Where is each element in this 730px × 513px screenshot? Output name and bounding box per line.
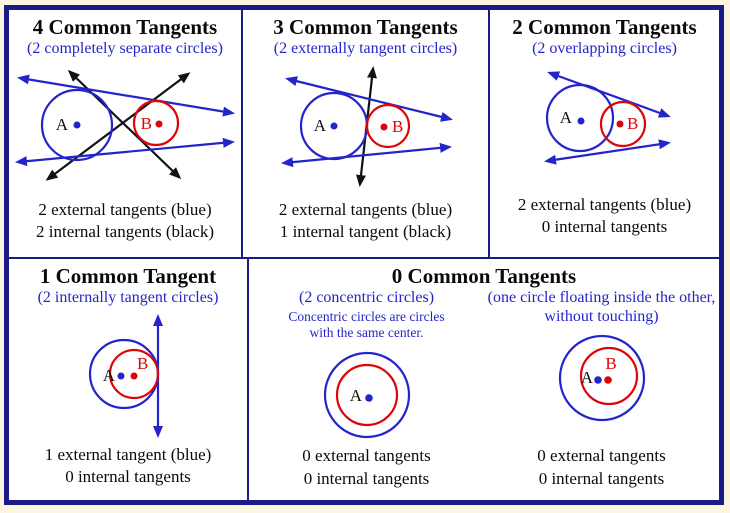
panel-captions: 2 external tangents (blue) 2 internal ta…	[36, 199, 214, 245]
circle-b	[132, 99, 180, 146]
panel-captions: 1 external tangent (blue) 0 internal tan…	[45, 444, 212, 490]
center-label-b: B	[141, 114, 152, 133]
caption-internal: 0 internal tangents	[65, 467, 191, 487]
circle-a	[40, 88, 114, 161]
external-tangent-line-top	[17, 74, 235, 116]
center-label-b: B	[392, 117, 403, 136]
external-tangent-line-bottom	[281, 142, 452, 167]
two-tangents-diagram: A B	[544, 70, 671, 165]
center-dot-a	[330, 122, 338, 130]
center-dot-b	[603, 376, 612, 384]
three-tangents-diagram: A B	[281, 65, 453, 187]
panel-subtitle: (2 overlapping circles)	[532, 40, 677, 58]
case-concentric-circles: (2 concentric circles) Concentric circle…	[249, 288, 484, 500]
center-dot-a	[117, 372, 125, 380]
center-label-b: B	[605, 354, 616, 373]
center-label-a: A	[56, 115, 69, 134]
caption-external: 0 external tangents	[537, 446, 666, 466]
panel-title: 4 Common Tangents	[32, 15, 218, 39]
one-tangent-diagram: A B	[88, 313, 163, 438]
circle-outer	[558, 334, 645, 422]
top-row: 4 Common Tangents (2 completely separate…	[9, 10, 719, 259]
panel-2-common-tangents: 2 Common Tangents (2 overlapping circles…	[490, 10, 719, 257]
caption-external: 2 external tangents (blue)	[278, 199, 453, 219]
external-tangent-line-bottom	[15, 137, 235, 166]
panel-3-common-tangents: 3 Common Tangents (2 externally tangent …	[243, 10, 490, 257]
center-dot-a	[577, 117, 585, 125]
concentric-note: Concentric circles are circles with the …	[288, 308, 445, 340]
center-dot-a	[364, 394, 373, 402]
circle-b	[599, 100, 647, 147]
center-dot-b	[616, 120, 624, 128]
caption-external: 0 external tangents	[302, 446, 431, 466]
external-tangent-line-top	[547, 70, 671, 118]
center-dot-b	[155, 120, 163, 128]
internal-tangent-line-1	[45, 71, 191, 181]
circle-a	[88, 338, 160, 409]
case-subtitle: (one circle floating inside the other, w…	[487, 289, 716, 325]
caption-external: 2 external tangents (blue)	[38, 199, 212, 219]
caption-internal: 0 internal tangents	[538, 469, 665, 489]
caption-external: 1 external tangent (blue)	[44, 444, 212, 464]
internal-tangent-line-2	[67, 69, 182, 179]
center-dot-b	[130, 372, 138, 380]
caption-internal: 2 internal tangents (black)	[36, 222, 214, 242]
center-label-a: A	[580, 368, 593, 387]
panel-captions: 2 external tangents (blue) 0 internal ta…	[518, 194, 691, 240]
circle-b	[365, 103, 411, 148]
panel-title: 0 Common Tangents	[391, 264, 577, 288]
center-label-a: A	[314, 116, 327, 135]
center-label-a: A	[103, 366, 116, 385]
concentric-circles-diagram: A	[323, 351, 410, 439]
panel-title: 1 Common Tangent	[39, 264, 217, 288]
circle-b	[108, 348, 160, 399]
floating-circles-diagram: A B	[558, 334, 645, 422]
panel-0-common-tangents: 0 Common Tangents (2 concentric circles)…	[249, 259, 719, 500]
circle-inner	[335, 363, 398, 427]
zero-tangent-cases: (2 concentric circles) Concentric circle…	[249, 288, 719, 500]
panel-4-common-tangents: 4 Common Tangents (2 completely separate…	[9, 10, 243, 257]
four-tangents-diagram: A B	[15, 69, 235, 181]
panel-subtitle: (2 internally tangent circles)	[37, 289, 219, 307]
diagram-board: 4 Common Tangents (2 completely separate…	[4, 5, 724, 505]
panel-captions: 2 external tangents (blue) 1 internal ta…	[279, 199, 452, 245]
external-tangent-line-bottom	[544, 138, 671, 165]
caption-internal: 0 internal tangents	[541, 217, 668, 237]
case-captions: 0 external tangents 0 internal tangents	[302, 445, 430, 491]
bottom-row: 1 Common Tangent (2 internally tangent c…	[9, 259, 719, 500]
external-tangent-line-top	[285, 75, 453, 122]
center-label-a: A	[560, 108, 573, 127]
panel-title: 2 Common Tangents	[512, 15, 697, 39]
center-label-b: B	[137, 354, 148, 373]
center-dot-b	[380, 123, 388, 131]
panel-1-common-tangent: 1 Common Tangent (2 internally tangent c…	[9, 259, 249, 500]
case-floating-inside: (one circle floating inside the other, w…	[484, 288, 719, 500]
panel-subtitle: (2 externally tangent circles)	[273, 40, 458, 58]
panel-subtitle: (2 completely separate circles)	[27, 40, 223, 58]
circle-inner	[579, 346, 638, 406]
caption-external: 2 external tangents (blue)	[517, 194, 692, 214]
circle-a	[545, 83, 615, 152]
caption-internal: 0 internal tangents	[303, 469, 430, 489]
case-subtitle: (2 concentric circles)	[298, 289, 435, 307]
caption-internal: 1 internal tangent (black)	[279, 222, 452, 242]
center-label-b: B	[627, 114, 638, 133]
circle-outer	[323, 351, 410, 439]
panel-title: 3 Common Tangents	[273, 15, 458, 39]
center-label-a: A	[349, 386, 362, 405]
center-dot-a	[593, 376, 602, 384]
center-dot-a	[73, 121, 81, 129]
case-captions: 0 external tangents 0 internal tangents	[537, 445, 665, 491]
